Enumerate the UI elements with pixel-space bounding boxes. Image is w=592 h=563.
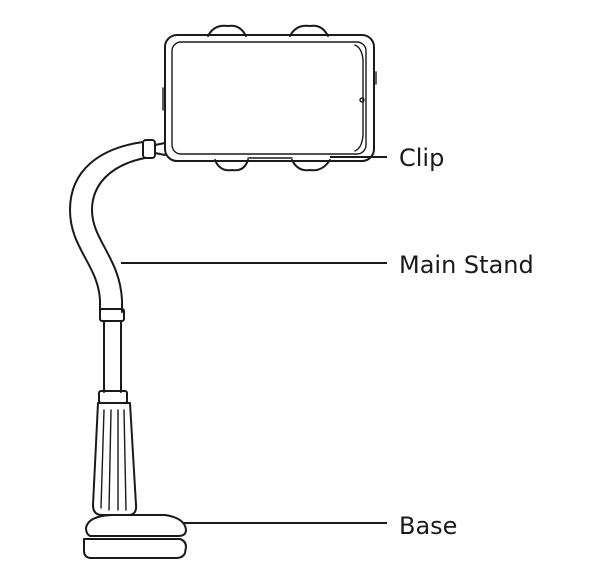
phone	[162, 34, 377, 162]
pole	[98, 308, 128, 404]
gooseneck	[69, 141, 146, 313]
clip-grips	[207, 24, 331, 172]
camera-dot	[359, 97, 365, 103]
base-label: Base	[399, 512, 458, 540]
clip-label: Clip	[399, 144, 445, 172]
clamp-body	[92, 402, 138, 516]
clip-joint	[142, 139, 166, 159]
main-stand-label: Main Stand	[399, 251, 534, 279]
base-clamp	[83, 514, 187, 559]
